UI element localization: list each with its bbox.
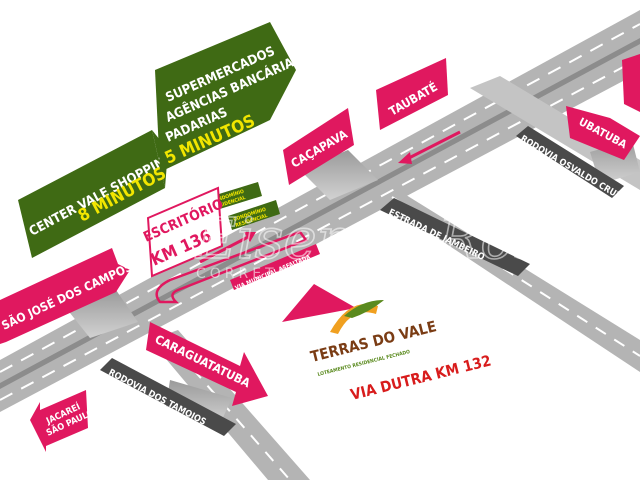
lane-arrow [199, 234, 251, 264]
caraguatatuba-shadow [166, 380, 232, 424]
location-pointer [282, 284, 356, 322]
watermark: Eisen & Rosa CORRETORA DE IMÓVEIS [194, 206, 577, 282]
services-board [155, 22, 296, 172]
watermark-name: Eisen & Rosa [195, 207, 576, 272]
lane-arrow-head [398, 152, 412, 164]
caraguatatuba-board [146, 322, 268, 406]
center-vale-board [18, 130, 165, 258]
services-sign: SUPERMERCADOS AGÊNCIAS BANCÁRIAS PADARIA… [155, 22, 304, 172]
escritorio-board [146, 186, 224, 278]
ubatuba-board [566, 106, 640, 160]
cacapava-board [283, 108, 354, 185]
partial-sign-board [622, 54, 640, 112]
watermark-subtitle: CORRETORA DE IMÓVEIS [196, 264, 450, 282]
via-municipal-board [230, 244, 320, 290]
lane-arrow-head [244, 232, 256, 242]
tamoios-board [100, 358, 236, 436]
lane-arrows [199, 130, 461, 264]
logo-leaf-icon [344, 300, 384, 318]
taubate-sign: TAUBATÉ [376, 58, 448, 130]
taubate-board [376, 58, 448, 130]
condominio-board-2 [228, 200, 280, 230]
jacarei-sign: JACAREÍ SÃO PAULO [30, 390, 96, 452]
jacarei-board [30, 390, 88, 452]
jambeiro-board [380, 198, 530, 276]
sao-jose-board [0, 248, 130, 344]
osvaldo-cruz-board [516, 126, 624, 198]
lane-arrow [404, 130, 461, 162]
partial-sign-right [622, 54, 640, 112]
municipal-road-loop [155, 230, 308, 304]
